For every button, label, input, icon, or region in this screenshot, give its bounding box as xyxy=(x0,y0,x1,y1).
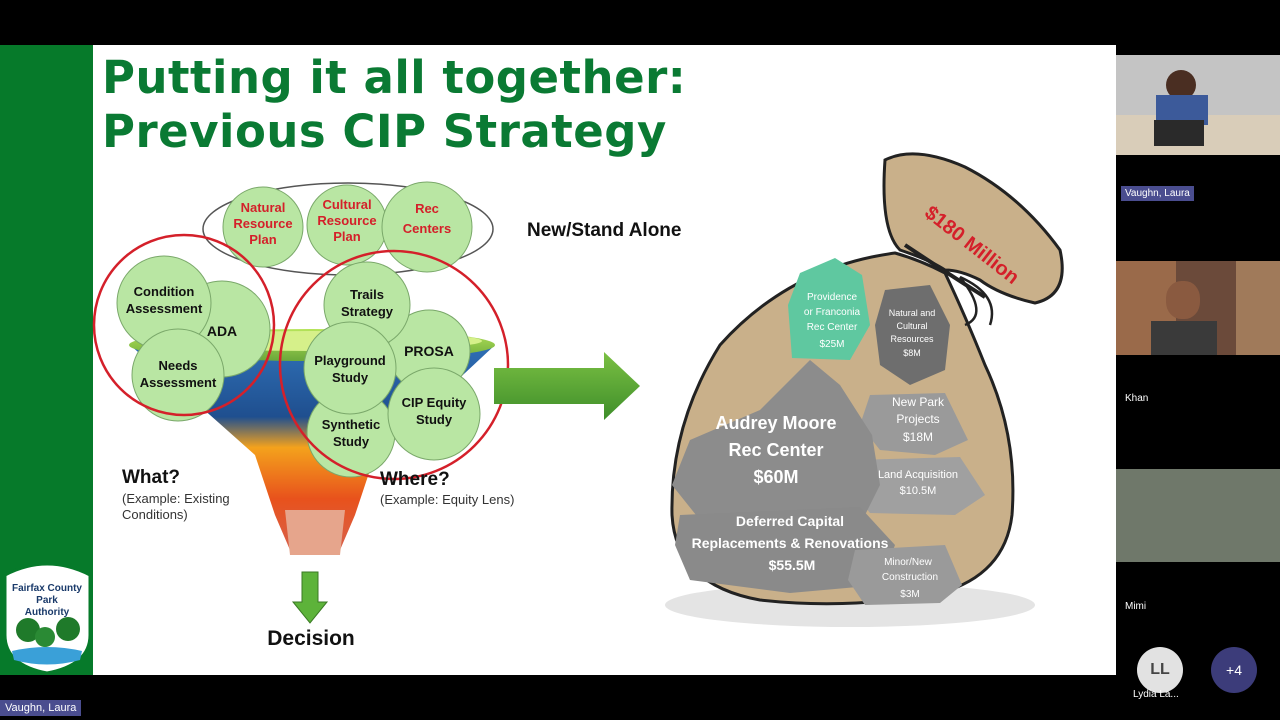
top-circle-natural-resource-plan: Natural Resource Plan xyxy=(222,186,304,268)
right-circle-label-2: Study xyxy=(333,434,370,449)
top-circle-label-2: Resource xyxy=(233,216,292,231)
top-circle-rec-centers: Rec Centers xyxy=(381,181,473,273)
bag-audrey-line-1: Audrey Moore xyxy=(715,413,836,433)
top-circle-label-1: Rec xyxy=(415,201,439,216)
bag-deferred-amount: $55.5M xyxy=(769,557,816,573)
participant-name-mimi: Mimi xyxy=(1125,601,1147,612)
participant-tile-khan[interactable] xyxy=(1116,261,1280,355)
what-example-line-2: Conditions) xyxy=(122,507,188,522)
logo-text-1: Fairfax County xyxy=(12,583,82,594)
top-circle-label-1: Cultural xyxy=(322,197,371,212)
left-circle-label-2: Assessment xyxy=(126,301,203,316)
bag-new-park-amount: $18M xyxy=(903,430,933,444)
participant-avatar[interactable]: LL xyxy=(1137,647,1183,693)
left-circle-label-1: Condition xyxy=(134,284,195,299)
where-example: (Example: Equity Lens) xyxy=(380,492,514,507)
bag-natural-line-3: Resources xyxy=(890,334,934,344)
down-arrow-icon xyxy=(291,571,329,624)
decision-label: Decision xyxy=(267,627,355,650)
right-circle-playground-study: Playground Study xyxy=(303,321,397,415)
what-label: What? xyxy=(122,467,180,488)
where-ring xyxy=(278,249,510,481)
participant-name-vaughn: Vaughn, Laura xyxy=(1121,186,1194,201)
right-circle-label-2: Strategy xyxy=(341,304,394,319)
participant-tile-mimi[interactable] xyxy=(1116,469,1280,562)
left-circle-label: ADA xyxy=(207,323,237,339)
top-circle-label-3: Plan xyxy=(249,232,277,247)
bag-natural-line-1: Natural and xyxy=(889,308,936,318)
left-circle-needs-assessment: Needs Assessment xyxy=(131,328,225,422)
bag-minor-line-2: Construction xyxy=(882,572,938,583)
right-circle-label-2: Study xyxy=(332,370,369,385)
right-circle-cip-equity-study: CIP Equity Study xyxy=(387,367,481,461)
top-circle-label-1: Natural xyxy=(241,200,286,215)
bag-land-amount: $10.5M xyxy=(900,485,937,497)
where-label: Where? xyxy=(380,469,450,490)
bag-new-park-line-2: Projects xyxy=(896,412,939,426)
presenter-name-label: Vaughn, Laura xyxy=(0,700,82,716)
bag-minor-line-1: Minor/New xyxy=(884,557,933,568)
participant-avatar-name: Lydia La... xyxy=(1133,689,1179,700)
fairfax-park-authority-logo: Fairfax County Park Authority xyxy=(3,562,92,675)
bag-audrey-line-2: Rec Center xyxy=(728,440,823,460)
bag-providence-line-2: or Franconia xyxy=(804,307,861,318)
right-circle-label-1: CIP Equity xyxy=(402,395,468,410)
logo-text-2: Park xyxy=(36,595,58,606)
right-circle-label-2: Study xyxy=(416,412,453,427)
left-circle-label-1: Needs xyxy=(158,358,197,373)
right-circle-synthetic-study: Synthetic Study xyxy=(306,388,396,478)
right-circle-label-1: Trails xyxy=(350,287,384,302)
right-circle-label: PROSA xyxy=(404,343,454,359)
bag-providence-amount: $25M xyxy=(819,339,844,350)
top-circle-label-2: Centers xyxy=(403,221,451,236)
top-circle-label-2: Resource xyxy=(317,213,376,228)
top-circle-cultural-resource-plan: Cultural Resource Plan xyxy=(306,184,388,266)
bag-deferred-line-2: Replacements & Renovations xyxy=(692,535,889,551)
bag-natural-amount: $8M xyxy=(903,348,921,358)
bag-audrey-amount: $60M xyxy=(753,467,798,487)
top-circle-label-3: Plan xyxy=(333,229,361,244)
slide-title: Putting it all together: Previous CIP St… xyxy=(102,51,686,159)
new-stand-alone-label: New/Stand Alone xyxy=(527,220,681,241)
more-participants-button[interactable]: +4 xyxy=(1211,647,1257,693)
what-ring xyxy=(92,233,276,417)
right-arrow-icon xyxy=(494,352,640,420)
bag-land-line-1: Land Acquisition xyxy=(878,469,958,481)
bag-deferred-line-1: Deferred Capital xyxy=(736,513,844,529)
slide-title-line-1: Putting it all together: xyxy=(102,51,687,104)
participant-tile-vaughn[interactable] xyxy=(1116,55,1280,155)
slide-title-line-2: Previous CIP Strategy xyxy=(102,105,667,158)
participant-name-khan: Khan xyxy=(1125,393,1149,404)
right-circle-label-1: Playground xyxy=(314,353,386,368)
bag-providence-line-1: Providence xyxy=(807,292,857,303)
bag-providence-line-3: Rec Center xyxy=(807,322,858,333)
logo-text-3: Authority xyxy=(25,607,70,618)
cip-strategy-diagram: Natural Resource Plan Cultural Resource … xyxy=(3,152,1064,675)
bag-minor-amount: $3M xyxy=(900,589,919,600)
presentation-slide: Putting it all together: Previous CIP St… xyxy=(0,45,1116,675)
bag-new-park-line-1: New Park xyxy=(892,395,945,409)
right-circle-label-1: Synthetic xyxy=(322,417,381,432)
money-bag-illustration: $180 Million Providence or Franconia Rec… xyxy=(665,152,1064,627)
left-circle-label-2: Assessment xyxy=(140,375,217,390)
bag-natural-line-2: Cultural xyxy=(896,321,927,331)
what-example-line-1: (Example: Existing xyxy=(122,491,230,506)
